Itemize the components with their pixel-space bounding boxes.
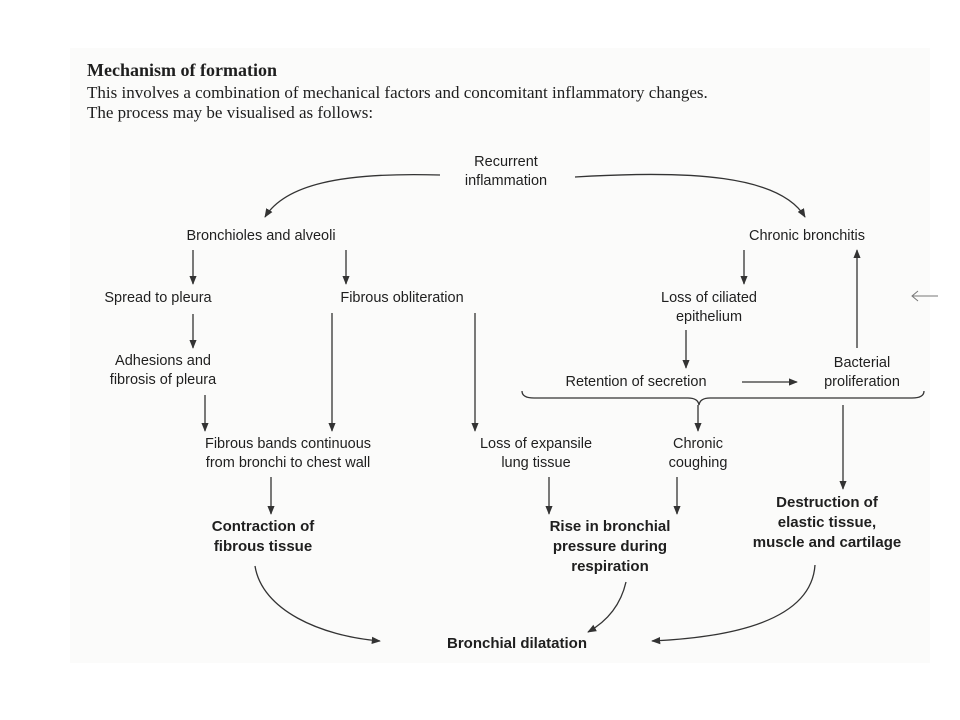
node-line: proliferation <box>824 374 900 390</box>
node-bronchial-dilatation: Bronchial dilatation <box>447 634 587 654</box>
node-recurrent-inflammation: Recurrent inflammation <box>465 153 547 191</box>
node-retention-of-secretion: Retention of secretion <box>565 373 706 392</box>
node-line: lung tissue <box>501 455 571 471</box>
node-line: Bacterial <box>833 355 891 371</box>
node-line: Destruction of <box>776 494 878 511</box>
node-line: epithelium <box>675 309 743 325</box>
node-chronic-bronchitis: Chronic bronchitis <box>749 227 865 246</box>
node-line: Contraction of <box>211 518 315 535</box>
node-line: respiration <box>571 558 649 575</box>
node-fibrous-bands: Fibrous bands continuous from bronchi to… <box>205 435 371 473</box>
node-line: fibrosis of pleura <box>109 372 217 388</box>
arrow-rise-to-dilatation <box>587 581 627 633</box>
node-line: Retention of secretion <box>565 374 707 390</box>
intro-text: This involves a combination of mechanica… <box>87 83 708 123</box>
node-line: elastic tissue, <box>777 514 877 531</box>
node-line: Adhesions and <box>115 353 211 369</box>
node-bacterial-proliferation: Bacterial proliferation <box>824 354 900 392</box>
node-loss-expansile-tissue: Loss of expansile lung tissue <box>480 435 592 473</box>
node-rise-bronchial-pressure: Rise in bronchial pressure during respir… <box>550 517 671 577</box>
scanned-page <box>70 48 930 663</box>
node-line: coughing <box>668 455 728 471</box>
node-line: fibrous tissue <box>213 538 313 555</box>
arrow-contraction-to-dilatation <box>254 565 381 644</box>
node-line: Chronic bronchitis <box>748 228 866 244</box>
intro-line-2: The process may be visualised as follows… <box>87 103 374 122</box>
node-contraction-fibrous-tissue: Contraction of fibrous tissue <box>212 517 315 557</box>
node-line: inflammation <box>464 173 548 189</box>
brace-under-retention <box>521 390 925 406</box>
node-bronchioles-alveoli: Bronchioles and alveoli <box>186 227 335 246</box>
intro-line-1: This involves a combination of mechanica… <box>87 83 708 102</box>
node-line: from bronchi to chest wall <box>205 455 371 471</box>
section-heading: Mechanism of formation <box>87 60 277 80</box>
node-destruction-elastic-tissue: Destruction of elastic tissue, muscle an… <box>753 493 901 553</box>
margin-arrow-mark <box>911 290 938 302</box>
node-line: Loss of ciliated <box>661 290 757 306</box>
arrow-destruction-to-dilatation <box>651 564 816 645</box>
node-line: Bronchial dilatation <box>446 635 588 652</box>
node-line: Fibrous bands continuous <box>204 436 372 452</box>
node-adhesions-fibrosis: Adhesions and fibrosis of pleura <box>110 352 216 390</box>
node-line: Recurrent <box>474 154 538 170</box>
node-line: Loss of expansile <box>479 436 593 452</box>
node-line: Fibrous obliteration <box>340 290 464 306</box>
node-line: Bronchioles and alveoli <box>186 228 336 244</box>
node-line: muscle and cartilage <box>752 534 902 551</box>
node-line: pressure during <box>552 538 668 555</box>
node-line: Spread to pleura <box>104 290 212 306</box>
node-chronic-coughing: Chronic coughing <box>669 435 728 473</box>
arrow-inflammation-to-bronchioles <box>264 173 441 218</box>
arrow-inflammation-to-bronchitis <box>574 173 806 218</box>
node-line: Rise in bronchial <box>549 518 671 535</box>
node-line: Chronic <box>673 436 723 452</box>
node-loss-ciliated-epithelium: Loss of ciliated epithelium <box>661 289 757 327</box>
node-fibrous-obliteration: Fibrous obliteration <box>340 289 463 308</box>
node-spread-to-pleura: Spread to pleura <box>104 289 211 308</box>
